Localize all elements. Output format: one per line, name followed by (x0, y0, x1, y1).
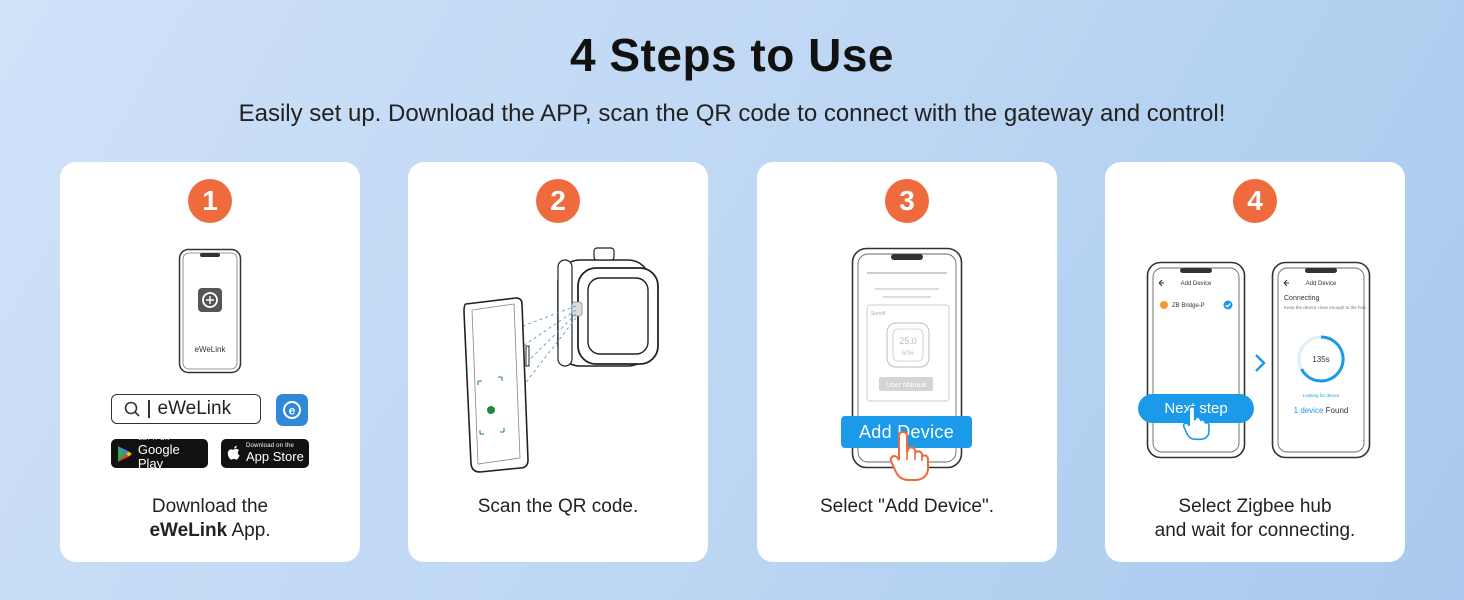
caption-suffix: App. (227, 520, 271, 541)
user-manual-button: User Manual (886, 382, 926, 389)
step-number-badge: 4 (1233, 179, 1277, 223)
app-store-small: Download on the (246, 443, 295, 449)
phone-illustration-connecting: Add Device Connecting Keep the device cl… (1271, 261, 1371, 459)
pointing-hand-icon (1182, 405, 1210, 441)
app-search-field[interactable]: eWeLink (111, 394, 261, 424)
step-number-badge: 2 (536, 179, 580, 223)
phone-illustration: Sonoff 25.0 50% User Manual (851, 247, 963, 469)
step-card-4: 4 Add Device ZB Bridge-P Next step Add D… (1105, 162, 1405, 562)
svg-text:Add Device: Add Device (1181, 281, 1212, 287)
google-play-button[interactable]: GET IT ON Google Play (111, 436, 208, 471)
google-play-small: GET IT ON (137, 436, 170, 442)
phone-logo-text: eWeLink (195, 345, 227, 354)
svg-text:50%: 50% (902, 351, 915, 357)
step-card-1: 1 eWeLink eWeLink e GET IT ON Google Pla… (60, 162, 360, 562)
step-caption: Download the eWeLink App. (60, 495, 360, 543)
svg-text:ZB Bridge-P: ZB Bridge-P (1172, 303, 1205, 309)
google-play-label: Google Play (137, 442, 180, 471)
thermometer-device-icon: 25.0 50% (886, 322, 930, 368)
svg-text:Add Device: Add Device (1306, 281, 1337, 287)
step-caption: Select Zigbee hub and wait for connectin… (1105, 495, 1405, 543)
svg-text:Looking for device: Looking for device (1303, 393, 1340, 398)
search-text: eWeLink (157, 398, 232, 419)
timer-text: 135s (1312, 355, 1329, 364)
back-arrow-icon (1158, 279, 1164, 287)
pointing-hand-icon (889, 430, 929, 481)
phone-icon (463, 297, 530, 473)
check-icon (1223, 300, 1233, 310)
step-caption: Scan the QR code. (477, 496, 639, 517)
gateway-device-icon (557, 247, 659, 367)
svg-text:Keep the device close enough t: Keep the device close enough to the hub. (1284, 305, 1367, 310)
chevron-right-icon (1255, 354, 1266, 372)
caption-line-2: and wait for connecting. (1154, 520, 1356, 541)
phone-illustration: eWeLink (178, 248, 242, 374)
app-store-button[interactable]: Download on the App Store (221, 439, 309, 468)
step-card-2: 2 Scan the QR code. (408, 162, 708, 562)
scan-illustration (463, 247, 659, 473)
device-dot-icon (1160, 301, 1168, 309)
caption-app-name: eWeLink (149, 520, 228, 541)
google-play-icon (117, 445, 132, 462)
brand-text: Sonoff (871, 311, 886, 317)
step-number-badge: 3 (885, 179, 929, 223)
scan-beam-icon (522, 305, 577, 387)
step-number-badge: 1 (188, 179, 232, 223)
ewelink-app-icon[interactable]: e (276, 394, 308, 426)
svg-text:25.0: 25.0 (899, 336, 917, 346)
caption-line-1: Download the (151, 496, 269, 517)
caption-line-1: Select Zigbee hub (1178, 496, 1332, 517)
svg-text:Connecting: Connecting (1284, 295, 1320, 302)
svg-text:e: e (289, 404, 296, 418)
step-card-3: 3 Sonoff 25.0 50% User Manual Add Device… (757, 162, 1057, 562)
apple-icon (227, 445, 240, 460)
app-store-label: App Store (246, 449, 304, 464)
page-title: 4 Steps to Use (570, 29, 894, 81)
ewelink-logo-icon (198, 288, 222, 312)
search-divider (148, 400, 150, 418)
step-caption: Select "Add Device". (819, 496, 994, 517)
page-subtitle: Easily set up. Download the APP, scan th… (238, 100, 1226, 127)
search-icon (124, 401, 140, 417)
svg-text:1 device Found: 1 device Found (1294, 406, 1349, 415)
